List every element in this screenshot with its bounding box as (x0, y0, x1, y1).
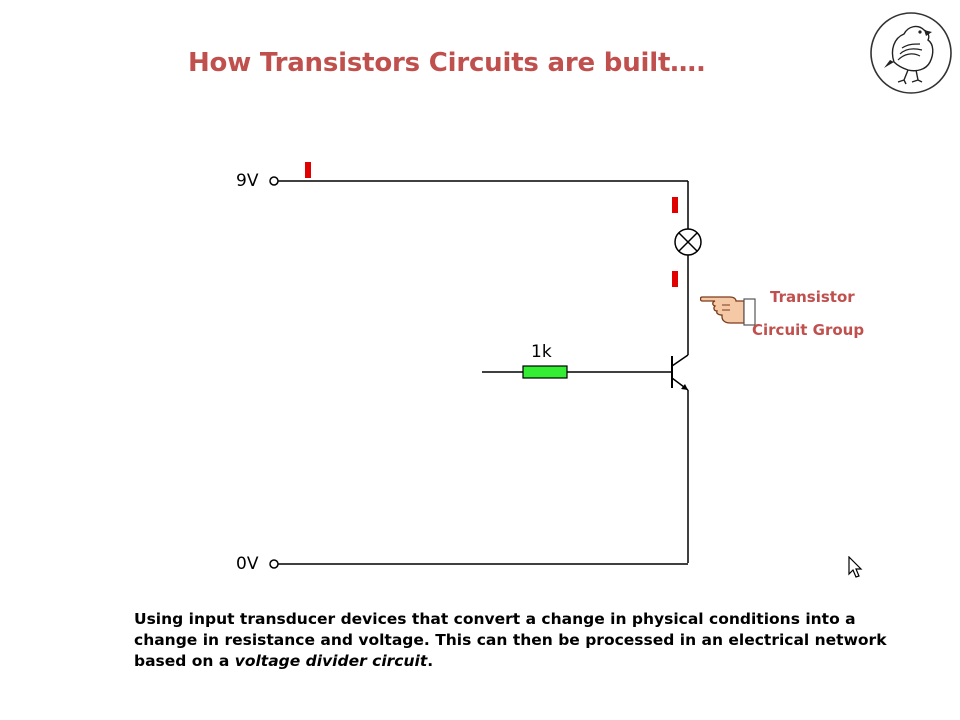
supply-terminal (269, 176, 279, 186)
supply-marker (305, 162, 311, 178)
transistor-group-label-line2: Circuit Group (752, 321, 865, 339)
transistor-group-label-line1: Transistor (770, 288, 855, 306)
bird-logo-icon (870, 12, 952, 94)
base-resistor (522, 365, 568, 379)
lamp-bottom-marker (672, 271, 678, 287)
description-end: . (427, 652, 434, 670)
slide-title: How Transistors Circuits are built…. (188, 48, 706, 78)
description-emphasis: voltage divider circuit (234, 652, 428, 670)
ground-voltage-label: 0V (236, 554, 259, 574)
npn-transistor-icon (671, 354, 689, 391)
lamp-top-marker (672, 197, 678, 213)
lamp-icon (674, 228, 702, 256)
pointing-hand-icon (700, 296, 756, 326)
slide-description: Using input transducer devices that conv… (134, 609, 894, 672)
description-text: Using input transducer devices that conv… (134, 610, 887, 670)
resistor-value-label: 1k (531, 342, 552, 362)
mouse-cursor-icon (848, 556, 863, 578)
ground-terminal (269, 559, 279, 569)
supply-voltage-label: 9V (236, 171, 259, 191)
